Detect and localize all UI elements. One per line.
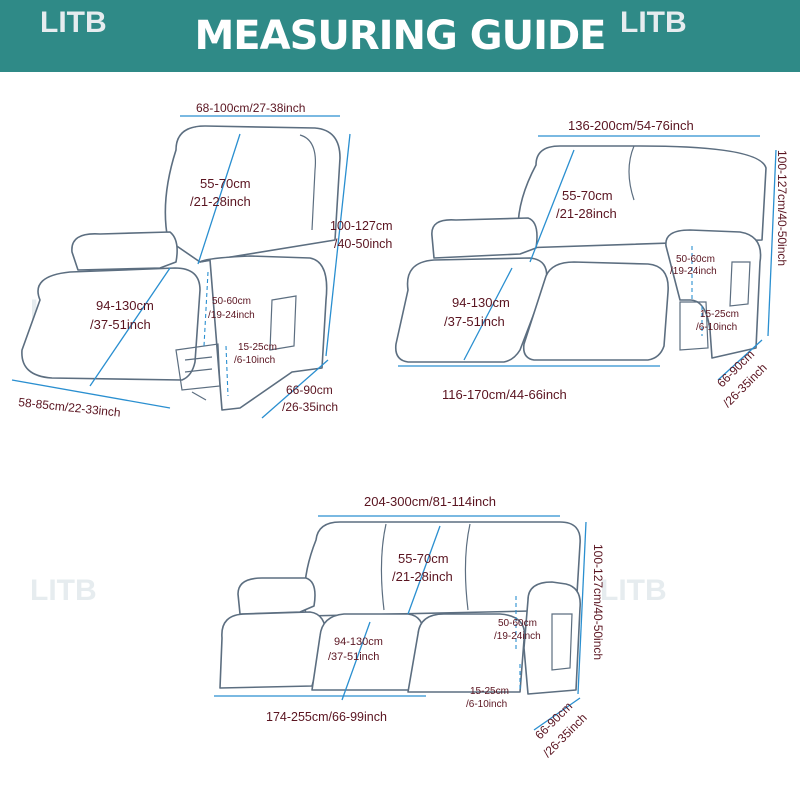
loveseat-back-width-label: 136-200cm/54-76inch [568, 118, 694, 133]
sofa-illustration [219, 521, 582, 695]
sofa-side-pocket [551, 613, 573, 671]
recliner-back-height-in: /21-28inch [190, 194, 251, 209]
recliner-total-height-in: /40-50inch [334, 237, 392, 251]
loveseat-footrest-length-in: /37-51inch [444, 314, 505, 329]
sofa-total-height-label: 100-127cm/40-50inch [591, 544, 605, 660]
loveseat-arm-height-cm: 50-60cm [676, 254, 715, 265]
watermark: LITB [600, 574, 667, 607]
recliner-footrest-length-in: /37-51inch [90, 317, 151, 332]
recliner-arm-height-in: /19-24inch [208, 310, 255, 321]
loveseat-back-height-in: /21-28inch [556, 206, 617, 221]
recliner-front-width-label: 58-85cm/22-33inch [18, 395, 122, 420]
loveseat-total-height-label: 100-127cm/40-50inch [775, 150, 789, 266]
sofa-arm-height-cm: 50-60cm [498, 618, 537, 629]
loveseat-left-arm [431, 217, 538, 259]
recliner-back-width-label: 68-100cm/27-38inch [196, 101, 305, 115]
loveseat-dimension-lines [398, 135, 777, 381]
loveseat-seat-gap-cm: 15-25cm [700, 309, 739, 320]
sofa-seat-gap-cm: 15-25cm [470, 686, 509, 697]
loveseat-seat-gap-in: /6-10inch [696, 322, 737, 333]
sofa-back-width-label: 204-300cm/81-114inch [364, 494, 496, 509]
loveseat-side-pocket [729, 261, 751, 307]
recliner-footrest [21, 267, 201, 381]
recliner-left-arm [71, 231, 178, 271]
loveseat-illustration [394, 145, 767, 363]
recliner-footrest-length-cm: 94-130cm [96, 298, 154, 313]
recliner-depth-cm: 66-90cm [286, 383, 333, 397]
sofa-left-arm [237, 577, 316, 615]
sofa-footrest-length-in: /37-51inch [328, 651, 379, 663]
sofa-back-height-cm: 55-70cm [398, 551, 449, 566]
sofa-arm-height-in: /19-24inch [494, 631, 541, 642]
sofa-seat-gap-in: /6-10inch [466, 699, 507, 710]
loveseat-back-height-cm: 55-70cm [562, 188, 613, 203]
sofa-back-height-in: /21-28inch [392, 569, 453, 584]
page-title: MEASURING GUIDE [194, 13, 606, 59]
loveseat-left-footrest [394, 257, 548, 363]
watermark: LITB [620, 6, 687, 39]
recliner-side-pocket [269, 295, 297, 351]
loveseat-arm-height-in: /19-24inch [670, 266, 717, 277]
recliner-dimension-lines [11, 115, 351, 419]
header-banner [0, 0, 800, 72]
loveseat-right-footrest [522, 261, 669, 361]
recliner-illustration [21, 125, 341, 411]
recliner-seat-gap-in: /6-10inch [234, 355, 275, 366]
sofa-right-footrest [407, 613, 526, 693]
recliner-right-arm [199, 255, 328, 411]
sofa-footrest-length-cm: 94-130cm [334, 636, 383, 648]
loveseat-backrest [517, 145, 767, 249]
loveseat-front-width-label: 116-170cm/44-66inch [442, 387, 567, 402]
recliner-back-height-cm: 55-70cm [200, 176, 251, 191]
recliner-seat-gap-cm: 15-25cm [238, 342, 277, 353]
watermark: LITB [30, 574, 97, 607]
sofa-dimension-lines [214, 515, 587, 731]
recliner-depth-in: /26-35inch [282, 400, 338, 414]
recliner-arm-height-cm: 50-60cm [212, 296, 251, 307]
sofa-front-width-label: 174-255cm/66-99inch [266, 710, 387, 724]
loveseat-footrest-length-cm: 94-130cm [452, 295, 510, 310]
recliner-total-height-cm: 100-127cm [330, 219, 393, 233]
watermark: LITB [40, 6, 107, 39]
sofa-left-footrest [219, 611, 327, 689]
